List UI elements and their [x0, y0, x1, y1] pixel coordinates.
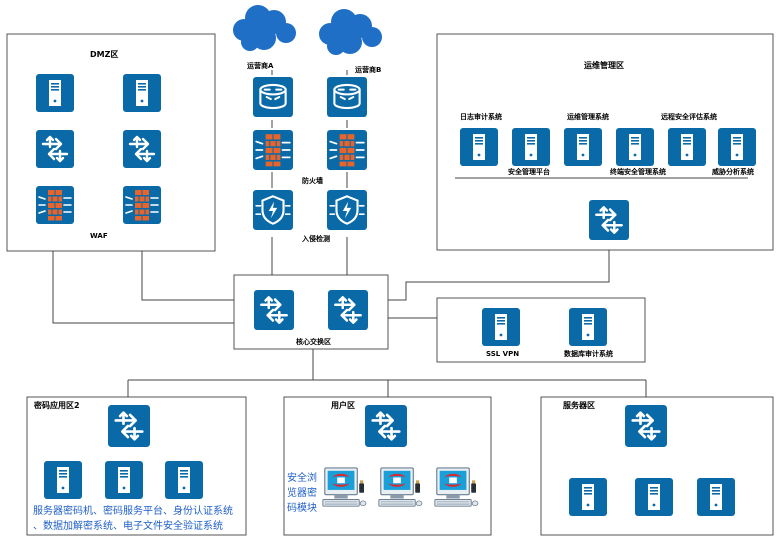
browser-module-line2: 览器密	[287, 486, 317, 499]
server-zone-title: 服务器区	[563, 400, 595, 410]
server-icon	[697, 478, 735, 516]
server-icon	[512, 128, 550, 166]
isp-a-label: 运营商A	[247, 61, 274, 70]
server-icon	[564, 128, 602, 166]
core-switch-icon	[328, 290, 368, 330]
waf-icon	[123, 186, 161, 224]
server-icon	[123, 74, 161, 112]
switch-icon	[589, 200, 629, 240]
cloud-icon	[233, 5, 296, 51]
server-icon	[165, 461, 203, 499]
firewall-icon	[253, 130, 293, 170]
switch-icon	[123, 130, 161, 168]
server-icon	[460, 128, 498, 166]
router-icon	[253, 77, 293, 117]
switch-icon	[108, 405, 150, 447]
endpoint-mgmt-label: 终端安全管理系统	[610, 167, 666, 176]
threat-analysis-label: 威胁分析系统	[712, 167, 754, 176]
server-icon	[36, 74, 74, 112]
server-icon	[44, 461, 82, 499]
db-audit-label: 数据库审计系统	[564, 349, 613, 358]
core-zone-label: 核心交换区	[296, 337, 331, 346]
server-icon	[105, 461, 143, 499]
switch-icon	[625, 405, 667, 447]
waf-icon	[36, 186, 74, 224]
cloud-icon	[319, 9, 382, 55]
server-icon	[718, 128, 756, 166]
ids-icon	[253, 190, 293, 230]
server-icon	[616, 128, 654, 166]
ssl-vpn-icon	[482, 308, 520, 346]
firewall-label: 防火墙	[302, 176, 323, 185]
access-zone-box	[436, 297, 646, 363]
firewall-icon	[327, 130, 367, 170]
server-icon	[569, 478, 607, 516]
browser-module-line1: 安全浏	[287, 471, 317, 484]
server-icon	[635, 478, 673, 516]
remote-eval-label: 远程安全评估系统	[661, 112, 717, 121]
security-platform-label: 安全管理平台	[508, 167, 550, 176]
dmz-zone-title: DMZ区	[90, 50, 118, 59]
switch-icon	[365, 405, 407, 447]
isp-b-label: 运营商B	[355, 65, 381, 74]
ssl-vpn-label: SSL VPN	[486, 350, 519, 358]
connection-lines	[52, 70, 748, 397]
crypto-desc-line2: 、数据加解密系统、电子文件安全验证系统	[33, 519, 223, 532]
switch-icon	[36, 130, 74, 168]
router-icon	[327, 77, 367, 117]
waf-label: WAF	[90, 232, 108, 240]
crypto-zone-title: 密码应用区2	[33, 400, 80, 410]
db-audit-icon	[569, 308, 607, 346]
ops-zone-title: 运维管理区	[584, 60, 624, 70]
log-audit-label: 日志审计系统	[460, 112, 502, 121]
server-icon	[668, 128, 706, 166]
user-zone-title: 用户区	[330, 400, 355, 410]
crypto-desc-line1: 服务器密码机、密码服务平台、身份认证系统	[33, 504, 233, 517]
core-switch-icon	[254, 290, 294, 330]
ops-system-label: 运维管理系统	[567, 112, 609, 121]
ids-label: 入侵检测	[301, 234, 330, 243]
ids-icon	[327, 190, 367, 230]
browser-module-line3: 码模块	[287, 502, 317, 514]
